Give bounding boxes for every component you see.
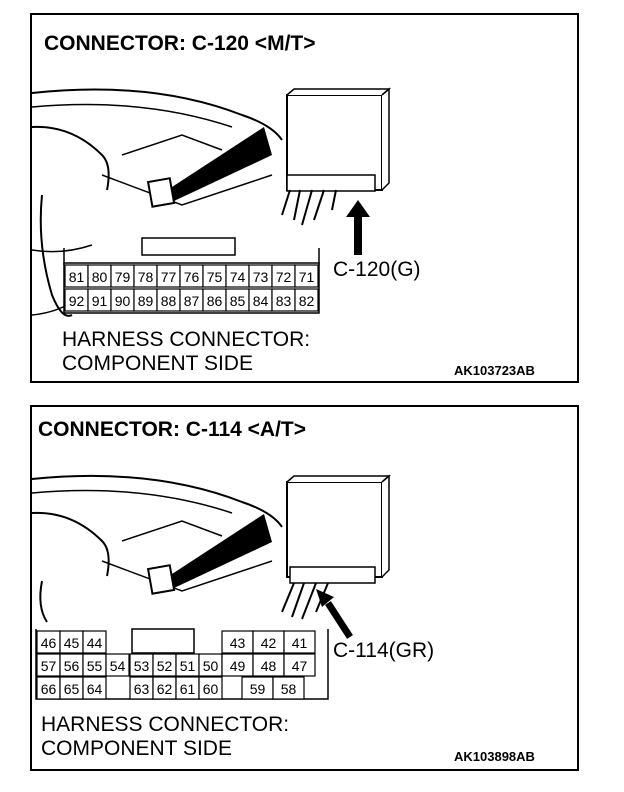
pin-number: 83 xyxy=(276,293,292,309)
pin-number: 42 xyxy=(261,635,277,651)
pin-number: 57 xyxy=(41,658,57,674)
pin-number: 55 xyxy=(87,658,103,674)
pin-number: 80 xyxy=(92,269,108,285)
pin-number: 56 xyxy=(64,658,80,674)
pin-number: 90 xyxy=(115,293,131,309)
c114-connector-face: 46 45 44 57 56 55 54 66 65 64 53 52 51 50 63 62 61 60 43 42… xyxy=(35,628,329,700)
pin-number: 53 xyxy=(134,658,150,674)
pin-number: 43 xyxy=(230,635,246,651)
pin-number: 60 xyxy=(203,681,219,697)
pin-number: 64 xyxy=(87,681,103,697)
pin-number: 82 xyxy=(299,293,315,309)
pin-cell xyxy=(294,264,319,288)
connector-label-c114: C-114(GR) xyxy=(333,639,435,662)
pin-number: 44 xyxy=(87,635,103,651)
pin-number: 91 xyxy=(92,293,108,309)
pin-cell xyxy=(283,630,316,654)
caption-line2: COMPONENT SIDE xyxy=(62,352,253,375)
pin-number: 76 xyxy=(184,269,200,285)
pin-number: 51 xyxy=(180,658,196,674)
pin-number: 52 xyxy=(157,658,173,674)
pin-number: 48 xyxy=(261,658,277,674)
pin-number: 66 xyxy=(41,681,57,697)
pin-number: 50 xyxy=(203,658,219,674)
pin-number: 61 xyxy=(180,681,196,697)
pin-number: 88 xyxy=(161,293,177,309)
pin-cell xyxy=(82,630,107,654)
pin-number: 74 xyxy=(230,269,246,285)
pin-number: 92 xyxy=(69,293,85,309)
caption-line2: COMPONENT SIDE xyxy=(41,737,232,760)
pin-cell xyxy=(283,653,316,677)
connector-panel-c120: CONNECTOR: C-120 <M/T> 81 80 79 78 77 76 75 74 7… xyxy=(30,13,579,383)
pin-number: 41 xyxy=(292,635,308,651)
c120-connector-face: 81 80 79 78 77 76 75 74 73 72 71 92 91 90 89 88 87 86 85 84… xyxy=(63,237,320,314)
pin-number: 87 xyxy=(184,293,200,309)
pin-number: 62 xyxy=(157,681,173,697)
caption-line1: HARNESS CONNECTOR: xyxy=(41,713,290,736)
pin-number: 46 xyxy=(41,635,57,651)
vehicle-dashboard-illustration: 81 80 79 78 77 76 75 74 73 72 71 92 91 90 89 88 87 86 85 84… xyxy=(32,87,392,317)
pin-number: 59 xyxy=(250,681,266,697)
caption-line1: HARNESS CONNECTOR: xyxy=(62,328,311,351)
pin-number: 58 xyxy=(281,681,297,697)
pin-number: 84 xyxy=(253,293,269,309)
pin-number: 81 xyxy=(69,269,85,285)
vehicle-dashboard-illustration: 46 45 44 57 56 55 54 66 65 64 53 52 51 50 63 62 61 60 43 42… xyxy=(32,474,392,700)
pin-cell xyxy=(82,676,107,700)
pin-number: 72 xyxy=(276,269,292,285)
pin-number: 77 xyxy=(161,269,177,285)
pin-cell xyxy=(294,288,319,312)
pin-cell xyxy=(105,653,130,677)
figure-code: AK103723AB xyxy=(454,363,535,378)
pin-number: 89 xyxy=(138,293,154,309)
connector-label-c120: C-120(G) xyxy=(333,258,421,281)
pin-number: 75 xyxy=(207,269,223,285)
pin-number: 54 xyxy=(110,658,126,674)
pin-number: 45 xyxy=(64,635,80,651)
pin-cell xyxy=(272,676,305,700)
pin-number: 85 xyxy=(230,293,246,309)
pin-number: 71 xyxy=(299,269,315,285)
pin-number: 65 xyxy=(64,681,80,697)
pin-number: 47 xyxy=(292,658,308,674)
figure-code: AK103898AB xyxy=(454,749,535,764)
pin-number: 63 xyxy=(134,681,150,697)
connector-panel-c114: CONNECTOR: C-114 <A/T> 46 45 44 57 56 55 54 66 6… xyxy=(30,405,579,771)
pin-number: 73 xyxy=(253,269,269,285)
pin-cell xyxy=(198,676,223,700)
pin-number: 79 xyxy=(115,269,131,285)
pin-number: 78 xyxy=(138,269,154,285)
pin-number: 86 xyxy=(207,293,223,309)
pin-number: 49 xyxy=(230,658,246,674)
panel-title: CONNECTOR: C-114 <A/T> xyxy=(38,418,307,441)
panel-title: CONNECTOR: C-120 <M/T> xyxy=(44,32,316,55)
